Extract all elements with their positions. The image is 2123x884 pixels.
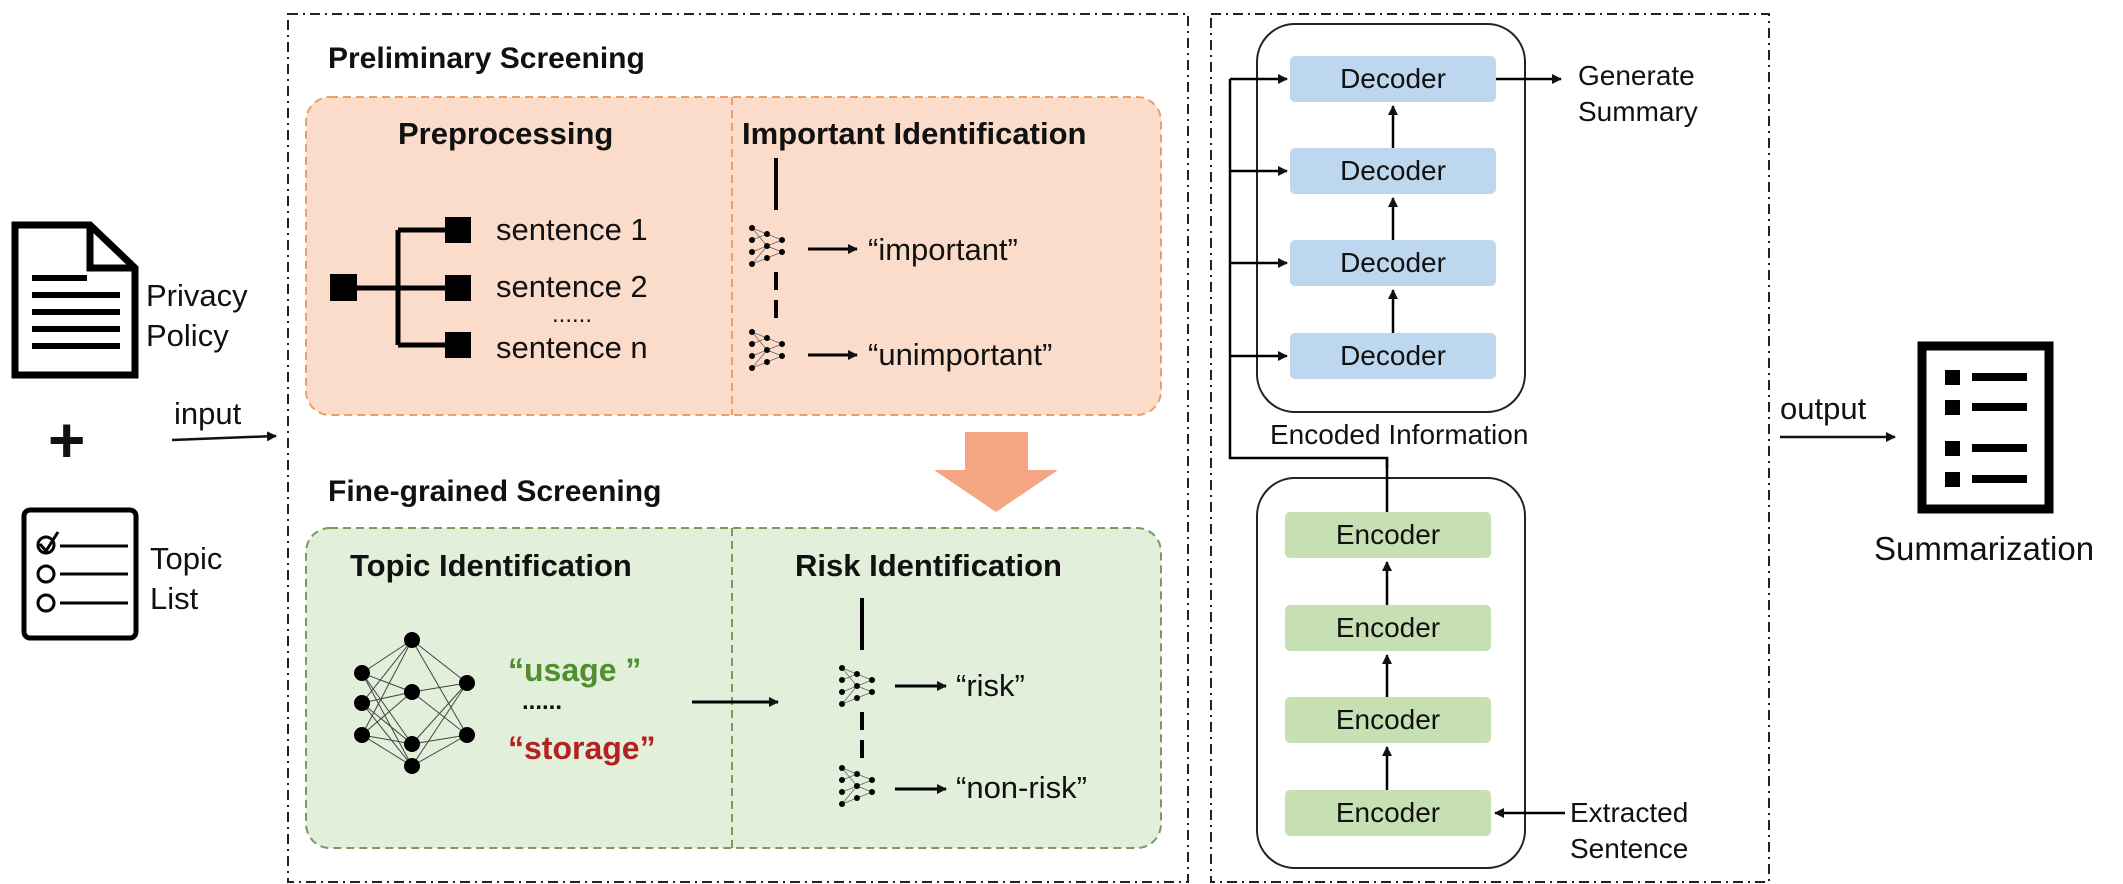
encoder-group — [1256, 477, 1526, 869]
output-label: output — [1780, 391, 1867, 426]
input-arrow — [171, 431, 277, 442]
sentence-ellipsis: ...... — [552, 301, 593, 328]
privacy-label: Privacy — [146, 278, 248, 313]
decoder-label: Decoder — [1340, 63, 1446, 94]
encoded-info-label: Encoded Information — [1270, 419, 1529, 450]
list-label: List — [150, 581, 199, 616]
sentence-label: Sentence — [1570, 833, 1689, 864]
down-arrow-icon — [934, 432, 1058, 512]
input-label: input — [174, 396, 242, 431]
decoder-label: Decoder — [1340, 155, 1446, 186]
decoder-label: Decoder — [1340, 340, 1446, 371]
important-label: “important” — [868, 232, 1018, 267]
decoder-box — [1290, 240, 1496, 286]
storage-label: “storage” — [508, 730, 656, 766]
encoder-label: Encoder — [1335, 704, 1441, 735]
tree-icon — [330, 217, 471, 358]
topic-label: Topic — [150, 541, 223, 576]
topic-id-title: Topic Identification — [350, 548, 632, 583]
decoder-group — [1256, 23, 1526, 413]
preprocessing-title: Preprocessing — [398, 116, 614, 151]
topic-ellipsis: ...... — [522, 688, 563, 715]
decoder-box — [1290, 56, 1496, 102]
generate-label: Generate — [1578, 60, 1695, 91]
usage-label: “usage ” — [508, 652, 642, 688]
encoder-box — [1285, 697, 1491, 743]
encoder-label: Encoder — [1335, 612, 1441, 643]
plus-sign: + — [48, 404, 86, 476]
summary-list-icon — [1917, 341, 2054, 514]
preliminary-panel — [305, 96, 1162, 416]
document-icon — [11, 221, 139, 379]
neural-net-icon — [749, 225, 785, 267]
fine-panel — [305, 527, 1162, 849]
neural-net-icon — [839, 665, 875, 707]
encoder-box — [1285, 605, 1491, 651]
decoder-box — [1290, 148, 1496, 194]
policy-label: Policy — [146, 318, 229, 353]
encoder-box — [1285, 790, 1491, 836]
model-panel-frame — [1210, 13, 1770, 883]
important-title: Important Identification — [742, 116, 1087, 151]
neural-network-icon — [354, 632, 475, 774]
sentence-n: sentence n — [496, 330, 648, 365]
summarization-label: Summarization — [1874, 530, 2095, 567]
extracted-label: Extracted — [1570, 797, 1689, 828]
sentence-1: sentence 1 — [496, 212, 648, 247]
encoder-label: Encoder — [1335, 797, 1441, 828]
neural-net-icon — [839, 765, 875, 807]
nonrisk-label: “non-risk” — [956, 770, 1087, 805]
decoder-box — [1290, 333, 1496, 379]
sentence-2: sentence 2 — [496, 269, 648, 304]
fine-title: Fine-grained Screening — [328, 475, 662, 508]
summary-label: Summary — [1578, 96, 1698, 127]
encoder-label: Encoder — [1335, 519, 1441, 550]
unimportant-label: “unimportant” — [868, 337, 1053, 372]
risk-id-title: Risk Identification — [795, 548, 1062, 583]
preliminary-title: Preliminary Screening — [328, 42, 645, 75]
risk-label: “risk” — [956, 668, 1025, 703]
neural-net-icon — [749, 329, 785, 371]
middle-panel-frame — [287, 13, 1189, 883]
decoder-label: Decoder — [1340, 247, 1446, 278]
checklist-icon — [21, 507, 139, 641]
encoder-box — [1285, 512, 1491, 558]
